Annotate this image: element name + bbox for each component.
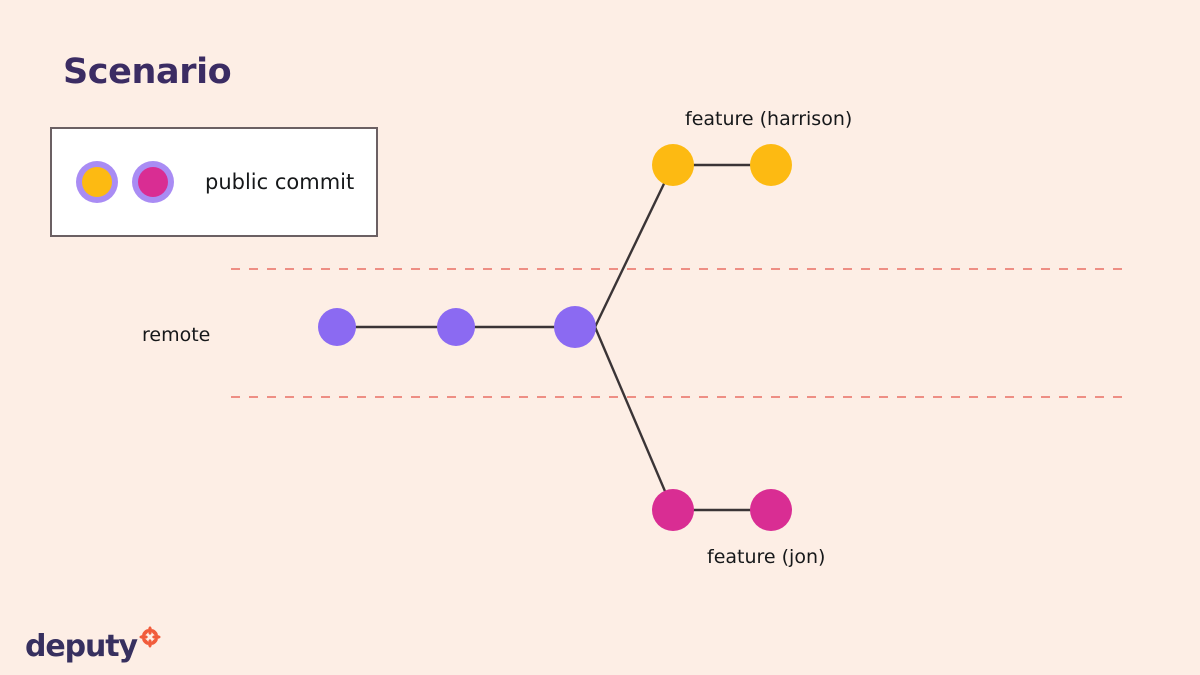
legend-swatch-magenta [132, 161, 174, 203]
legend-swatch-yellow-fill [82, 167, 112, 197]
commit-node-jon-2[interactable] [750, 489, 792, 531]
remote-commits [318, 306, 596, 348]
commit-node-remote-1[interactable] [318, 308, 356, 346]
commit-node-remote-3[interactable] [554, 306, 596, 348]
legend-label: public commit [205, 170, 355, 194]
branch-label-feature-jon: feature (jon) [707, 546, 826, 568]
legend-swatch-magenta-fill [138, 167, 168, 197]
guide-lines [231, 268, 1130, 398]
edge-branch-to-harrison [593, 164, 675, 328]
commit-node-harrison-1[interactable] [652, 144, 694, 186]
legend-swatch-yellow [76, 161, 118, 203]
feature-harrison-commits [652, 144, 792, 186]
deputy-starburst-icon [139, 626, 161, 653]
branch-label-feature-harrison: feature (harrison) [685, 108, 853, 130]
feature-jon-commits [652, 489, 792, 531]
deputy-logo: deputy [25, 626, 161, 662]
branch-label-remote: remote [142, 324, 211, 346]
deputy-wordmark: deputy [25, 629, 138, 664]
commit-node-harrison-2[interactable] [750, 144, 792, 186]
page-title: Scenario [63, 52, 232, 92]
graph-edges [337, 163, 771, 512]
commit-node-remote-2[interactable] [437, 308, 475, 346]
commit-node-jon-1[interactable] [652, 489, 694, 531]
edge-branch-to-jon [593, 326, 675, 511]
